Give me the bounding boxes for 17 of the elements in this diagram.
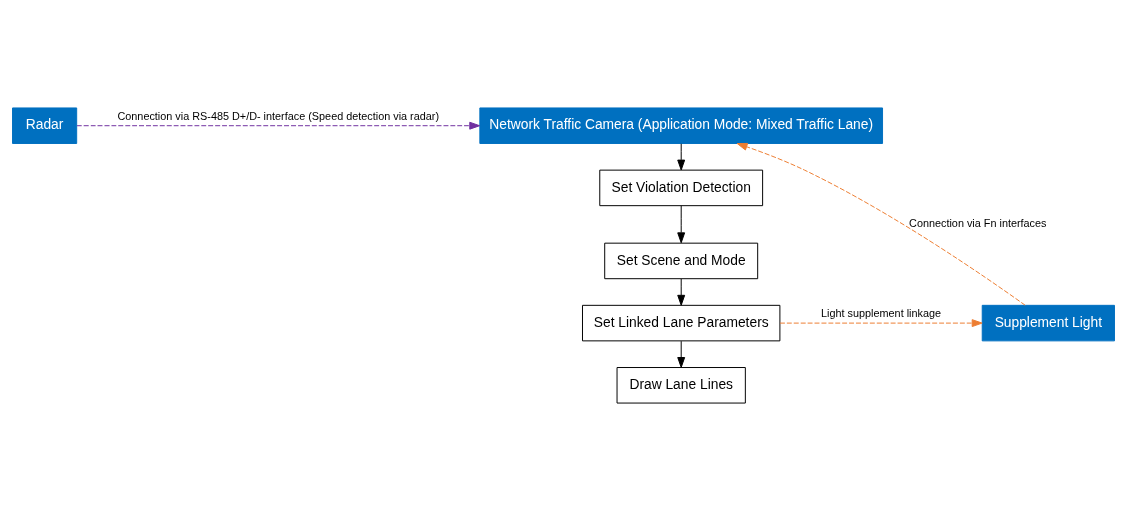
edge-label: Connection via Fn interfaces <box>909 216 1047 229</box>
node-box: Set Scene and Mode <box>604 242 759 279</box>
node-box: Supplement Light <box>981 304 1115 341</box>
edge-label: Light supplement linkage <box>821 306 942 319</box>
node-box: Set Linked Lane Parameters <box>582 304 781 341</box>
arrow <box>779 318 983 327</box>
node-box: Set Violation Detection <box>599 169 764 206</box>
arrow <box>76 121 481 130</box>
arrow <box>677 340 686 368</box>
edge-label: Connection via RS-485 D+/D- interface (Speed detection via radar) <box>117 109 440 122</box>
arrow <box>677 142 686 170</box>
arrow <box>677 278 686 306</box>
arrow <box>736 142 1026 306</box>
node-box: Draw Lane Lines <box>616 366 746 404</box>
node-box: Radar <box>12 106 78 144</box>
node-box: Network Traffic Camera (Application Mode: Mixed Traffic Lane) <box>479 106 884 144</box>
arrow <box>677 204 686 243</box>
